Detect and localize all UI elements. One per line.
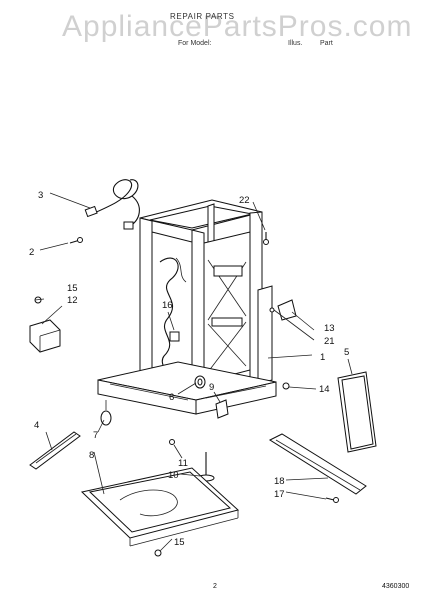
hinge-bracket-part: [269, 299, 297, 321]
callout-13: 13: [324, 323, 335, 334]
felt-strip-part: [29, 431, 81, 470]
callout-15-upper: 15: [67, 283, 78, 294]
part-column-label: Part: [320, 40, 333, 47]
nut-15-lower-part: [154, 549, 162, 557]
clamp-part: [215, 399, 229, 419]
callout-18: 18: [274, 476, 285, 487]
callout-5: 5: [344, 347, 349, 358]
power-cord-part: [84, 179, 140, 230]
callout-4: 4: [34, 420, 39, 431]
side-panel-part: [337, 371, 377, 453]
page-title: REPAIR PARTS: [170, 12, 235, 21]
callout-numbers: 1 2 3 4 5 6 7 8 9 10 11 12 13 14 15 15 1…: [29, 190, 349, 548]
screw-22-part: [263, 232, 269, 245]
slide-rail-part: [268, 433, 367, 495]
spacer-11-part: [169, 439, 175, 445]
leader-lines: [34, 192, 353, 552]
callout-3: 3: [38, 190, 43, 201]
callout-22: 22: [239, 195, 250, 206]
callout-17: 17: [274, 489, 285, 500]
callout-7: 7: [93, 430, 98, 441]
model-subtitle: For Model:: [178, 40, 212, 47]
document-number: 4360300: [382, 583, 410, 590]
screw-2-part: [69, 237, 83, 244]
callout-15-lower: 15: [174, 537, 185, 548]
drip-tray-part: [80, 467, 240, 547]
callout-9: 9: [209, 382, 214, 393]
callout-12: 12: [67, 295, 78, 306]
caster-part: [100, 400, 112, 426]
callout-16: 16: [162, 300, 173, 311]
watermark-text: AppliancePartsPros.com: [62, 10, 413, 43]
callout-6: 6: [169, 392, 174, 403]
screw-17-part: [325, 497, 339, 503]
cabinet-frame: [97, 199, 277, 415]
switch-part: [169, 331, 180, 342]
callout-21: 21: [324, 336, 335, 347]
bracket-cover-part: [29, 319, 61, 353]
callout-1: 1: [320, 352, 325, 363]
callout-11: 11: [178, 458, 188, 469]
washer-part: [282, 382, 290, 390]
illus-column-label: Illus.: [288, 40, 303, 47]
callout-14: 14: [319, 384, 330, 395]
callout-8: 8: [89, 450, 94, 461]
callout-2: 2: [29, 247, 34, 258]
page-number: 2: [213, 583, 217, 590]
grommet-part: [194, 375, 206, 389]
callout-10: 10: [168, 470, 179, 481]
